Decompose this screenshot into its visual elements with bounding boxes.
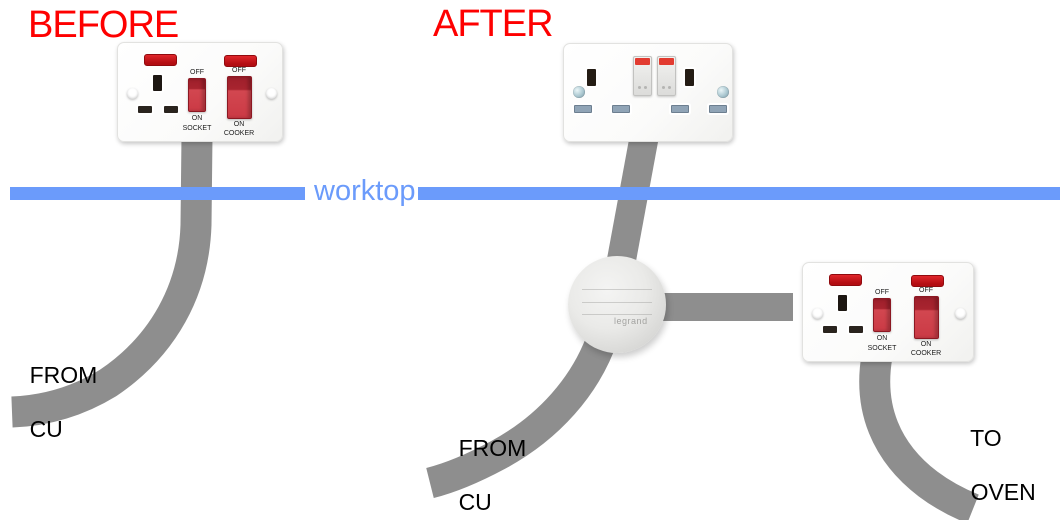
- left-gang-neutral-slot: [612, 105, 630, 113]
- socket-earth-slot: [838, 295, 847, 311]
- worktop-label: worktop: [314, 175, 416, 207]
- right-gang-live-slot: [671, 105, 689, 113]
- before-title: BEFORE: [28, 4, 179, 46]
- from-cu-line1: FROM: [458, 435, 527, 461]
- left-gang-earth-slot: [587, 69, 596, 86]
- cooker-switch-off-label: OFF: [232, 67, 246, 74]
- cable-after-socket-to-junction: [605, 135, 659, 271]
- neon-indicator-cooker: [224, 55, 257, 67]
- worktop-line-right: [418, 187, 1060, 200]
- socket-caption: SOCKET: [182, 125, 212, 132]
- socket-live-slot: [823, 326, 837, 333]
- cooker-control-unit-before: OFF ON SOCKET OFF ON COOKER: [117, 42, 283, 142]
- cooker-rocker-switch[interactable]: [227, 76, 252, 119]
- socket-neutral-slot: [849, 326, 863, 333]
- double-socket: [563, 43, 733, 142]
- switch-red-indicator: [659, 58, 674, 65]
- neon-indicator-socket: [144, 54, 177, 66]
- cooker-caption: COOKER: [223, 130, 255, 137]
- socket-live-slot: [138, 106, 152, 113]
- to-oven-line1: TO: [970, 425, 1002, 451]
- cable-after-from-cu: [426, 330, 618, 499]
- junction-box-ridge: [581, 301, 653, 303]
- socket-switch-off-label: OFF: [190, 69, 204, 76]
- screw-cap-left: [812, 308, 823, 319]
- from-cu-line2: CU: [29, 416, 63, 442]
- from-cu-label-before: FROM CU: [4, 335, 98, 470]
- screw-cap-right: [955, 308, 966, 319]
- cooker-switch-on-label: ON: [233, 121, 245, 128]
- to-oven-label: TO OVEN: [945, 398, 1036, 520]
- right-gang-earth-slot: [685, 69, 694, 86]
- cooker-switch-off-label: OFF: [919, 287, 933, 294]
- metal-screw-left: [573, 86, 585, 98]
- socket-earth-slot: [153, 75, 162, 91]
- screw-cap-right: [266, 88, 277, 99]
- metal-screw-right: [717, 86, 729, 98]
- cooker-switch-on-label: ON: [920, 341, 932, 348]
- cooker-rocker-switch[interactable]: [914, 296, 939, 339]
- cable-before-from-cu: [11, 135, 213, 428]
- cooker-caption: COOKER: [910, 350, 942, 357]
- socket-rocker-switch[interactable]: [873, 298, 891, 332]
- junction-box-brand: legrand: [614, 316, 648, 327]
- socket-switch-on-label: ON: [191, 115, 203, 122]
- socket-caption: SOCKET: [867, 345, 897, 352]
- socket-switch-off-label: OFF: [875, 289, 889, 296]
- double-socket-switch-right[interactable]: [657, 56, 676, 96]
- socket-rocker-switch[interactable]: [188, 78, 206, 112]
- from-cu-label-after: FROM CU: [433, 408, 527, 520]
- switch-red-indicator: [635, 58, 650, 65]
- right-gang-neutral-slot: [709, 105, 727, 113]
- switch-dot: [662, 86, 665, 89]
- junction-box: legrand: [568, 256, 666, 353]
- socket-neutral-slot: [164, 106, 178, 113]
- neon-indicator-cooker: [911, 275, 944, 287]
- worktop-line-left: [10, 187, 305, 200]
- cooker-control-unit-after: OFF ON SOCKET OFF ON COOKER: [802, 262, 974, 362]
- from-cu-line1: FROM: [29, 362, 98, 388]
- after-title: AFTER: [433, 3, 554, 45]
- junction-box-ridge: [581, 314, 653, 316]
- left-gang-live-slot: [574, 105, 592, 113]
- switch-dot: [638, 86, 641, 89]
- neon-indicator-socket: [829, 274, 862, 286]
- cable-to-oven: [859, 353, 979, 520]
- to-oven-line2: OVEN: [970, 479, 1036, 505]
- from-cu-line2: CU: [458, 489, 492, 515]
- switch-dot: [644, 86, 647, 89]
- switch-dot: [668, 86, 671, 89]
- socket-switch-on-label: ON: [876, 335, 888, 342]
- junction-box-ridge: [581, 288, 653, 290]
- screw-cap-left: [127, 88, 138, 99]
- double-socket-switch-left[interactable]: [633, 56, 652, 96]
